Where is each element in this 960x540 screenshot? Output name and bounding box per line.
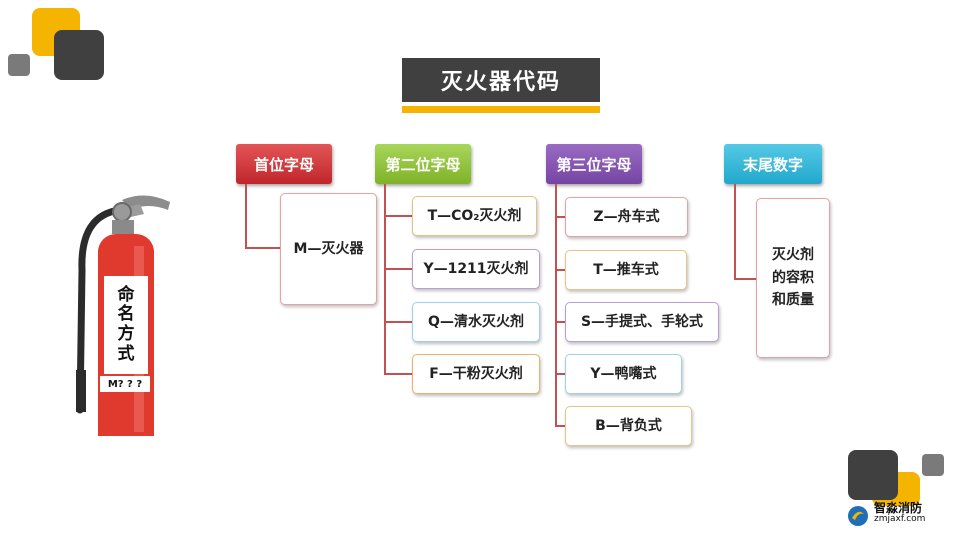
header-second-letter: 第二位字母 <box>375 144 471 184</box>
item-vehicle-type: Z—舟车式 <box>565 197 688 237</box>
connector-line <box>384 215 412 217</box>
item-volume-mass-line: 和质量 <box>772 292 814 309</box>
code-label: M? ? ? <box>100 376 150 392</box>
naming-label: 命 名 方 式 <box>104 276 148 374</box>
connector-line <box>384 184 386 374</box>
brand-name: 智淼消防 <box>874 501 923 515</box>
connector-line <box>734 184 736 279</box>
naming-char: 方 <box>117 324 135 344</box>
connector-line <box>555 321 565 323</box>
connector-line <box>384 321 412 323</box>
connector-line <box>734 278 756 280</box>
connector-line <box>555 216 565 218</box>
connector-line <box>384 373 412 375</box>
item-m-extinguisher: M—灭火器 <box>280 193 377 305</box>
item-handheld-type: S—手提式、手轮式 <box>565 302 719 342</box>
connector-line <box>555 184 557 426</box>
brand-url: zmjaxf.com <box>874 514 926 525</box>
header-first-letter: 首位字母 <box>236 144 332 184</box>
title-underline <box>402 106 600 113</box>
item-cart-type: T—推车式 <box>565 250 687 290</box>
item-volume-mass: 灭火剂 的容积 和质量 <box>756 198 830 358</box>
connector-line <box>245 184 247 248</box>
connector-line <box>384 268 412 270</box>
item-1211-agent: Y—1211灭火剂 <box>412 249 540 289</box>
connector-line <box>555 425 565 427</box>
connector-line <box>555 373 565 375</box>
header-third-letter: 第三位字母 <box>546 144 642 184</box>
item-duckbill-type: Y—鸭嘴式 <box>565 354 682 394</box>
header-last-digits: 末尾数字 <box>724 144 822 184</box>
item-backpack-type: B—背负式 <box>565 406 692 446</box>
naming-char: 式 <box>117 343 135 364</box>
page-title: 灭火器代码 <box>402 58 600 102</box>
decor-square-dark <box>54 30 104 80</box>
decor-square-gray <box>8 54 30 76</box>
decor-square-dark-br <box>848 450 898 500</box>
item-volume-mass-line: 的容积 <box>772 269 814 286</box>
naming-char: 名 <box>117 304 135 325</box>
brand-logo-icon <box>848 506 868 526</box>
connector-line <box>245 247 280 249</box>
connector-line <box>555 269 565 271</box>
item-water-agent: Q—清水灭火剂 <box>412 302 540 342</box>
decor-square-gray-br <box>922 454 944 476</box>
brand-text: 智淼消防 zmjaxf.com <box>874 501 926 525</box>
item-powder-agent: F—干粉灭火剂 <box>412 354 540 394</box>
item-co2-agent: T—CO₂灭火剂 <box>412 196 537 236</box>
naming-char: 命 <box>117 284 135 305</box>
item-volume-mass-line: 灭火剂 <box>772 247 814 264</box>
